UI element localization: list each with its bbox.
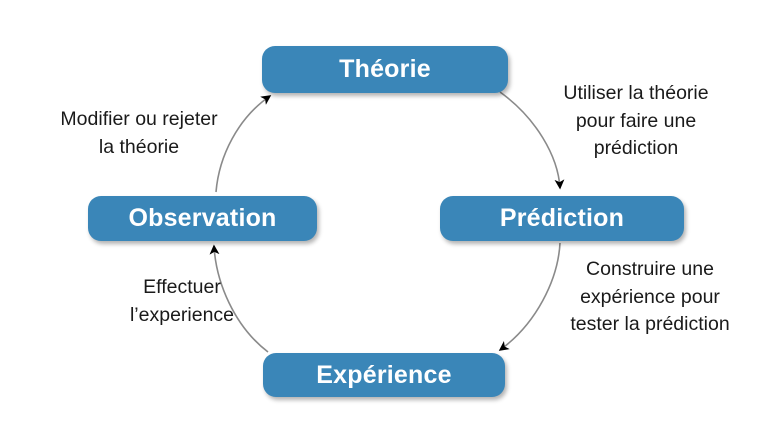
node-experience-label: Expérience (316, 360, 452, 389)
arrow-observation-to-theorie (215, 95, 272, 193)
annotation-line: pour faire une (575, 109, 697, 132)
annotation-line: la théorie (98, 135, 180, 158)
annotation-line: Modifier ou rejeter (60, 108, 218, 130)
annotation-line: Construire une (586, 258, 714, 280)
node-observation[interactable]: Observation (88, 196, 317, 241)
node-observation-label: Observation (128, 204, 277, 232)
annotation-line: prédiction (593, 137, 679, 160)
annotation-experience-to-observation: Effectuer l’experience (92, 274, 272, 329)
arrow-theorie-to-prediction (499, 91, 565, 190)
annotation-theorie-to-prediction: Utiliser la théorie pour faire une prédi… (520, 80, 752, 163)
annotation-line: Utiliser la théorie (563, 82, 709, 104)
node-theorie[interactable]: Théorie (262, 46, 508, 93)
arrow-prediction-to-experience (498, 242, 561, 351)
node-theorie-label: Théorie (339, 55, 431, 83)
node-experience[interactable]: Expérience (263, 353, 505, 397)
node-prediction[interactable]: Prédiction (440, 196, 684, 241)
arrow-experience-to-observation (209, 244, 269, 353)
node-prediction-label: Prédiction (499, 204, 625, 232)
annotation-line: Effectuer (143, 276, 221, 298)
annotation-observation-to-theorie: Modifier ou rejeter la théorie (20, 106, 258, 161)
annotation-prediction-to-experience: Construire une expérience pour tester la… (530, 256, 770, 339)
annotation-line: l’experience (129, 303, 235, 326)
annotation-line: tester la prédiction (570, 313, 730, 336)
annotation-line: expérience pour (580, 285, 720, 308)
